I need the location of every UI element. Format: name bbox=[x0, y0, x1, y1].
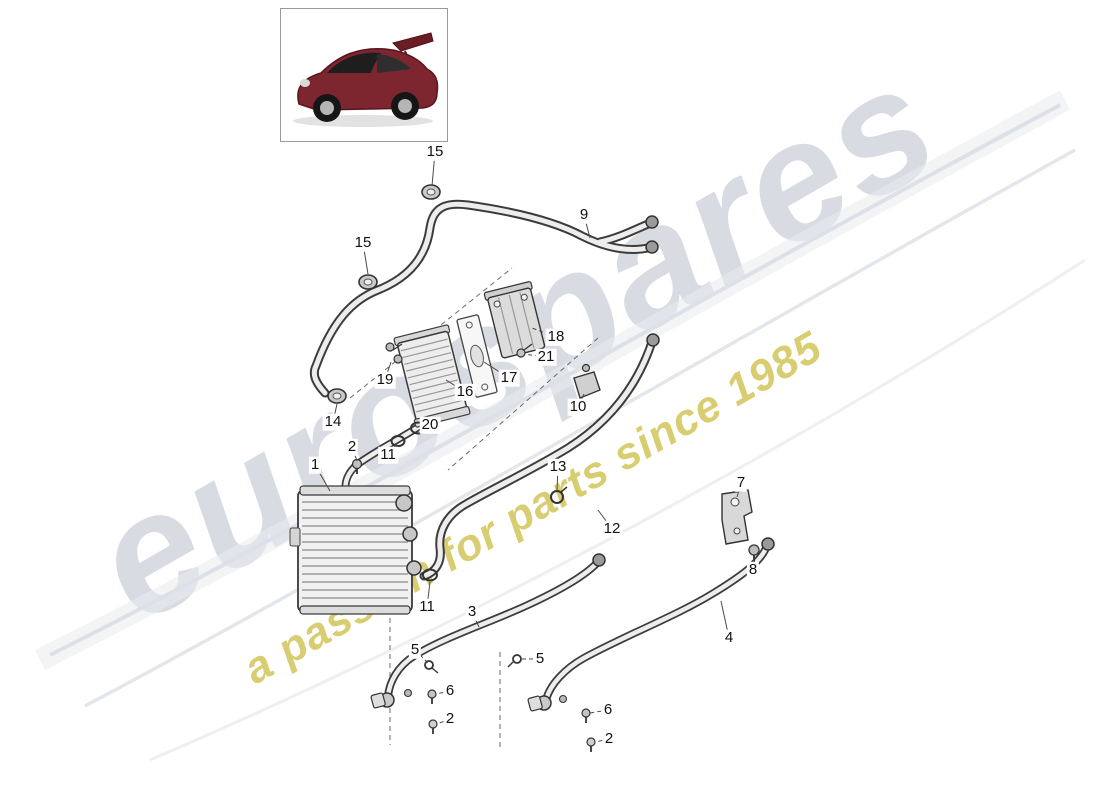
clamp-15-top bbox=[421, 184, 441, 200]
hose-4 bbox=[542, 537, 775, 704]
clamp-13 bbox=[550, 486, 568, 504]
leader-line-2 bbox=[351, 446, 358, 462]
clamp-14 bbox=[327, 388, 347, 404]
bolt-21 bbox=[516, 343, 533, 358]
bolt-2-upper bbox=[351, 458, 363, 474]
screw-2-left bbox=[428, 719, 438, 734]
hose-3 bbox=[384, 553, 606, 701]
car-thumbnail bbox=[293, 32, 439, 127]
leader-line-15 bbox=[362, 242, 369, 275]
leader-line-13 bbox=[556, 466, 559, 492]
clamp-11-upper bbox=[390, 435, 406, 447]
fitting-19 bbox=[385, 342, 403, 364]
mounting-console bbox=[483, 281, 546, 359]
leader-line-21 bbox=[523, 353, 547, 358]
bolt-6-left bbox=[427, 689, 437, 704]
leader-line-6 bbox=[589, 709, 609, 714]
oil-cooler bbox=[289, 485, 422, 615]
leader-line-19 bbox=[384, 361, 392, 381]
clip-5-left bbox=[424, 660, 439, 674]
leader-line-12 bbox=[597, 509, 613, 530]
leader-line-2 bbox=[436, 718, 451, 725]
leader-line-6 bbox=[435, 690, 451, 695]
screw-2-right bbox=[586, 737, 596, 752]
leader-line-18 bbox=[531, 327, 557, 338]
leader-line-11 bbox=[426, 581, 431, 608]
clamp-15-mid bbox=[358, 274, 378, 290]
clamp-11-lower bbox=[422, 568, 438, 582]
flange-elbow-right bbox=[527, 694, 568, 712]
leader-line-15 bbox=[431, 151, 436, 187]
heat-exchanger-core bbox=[393, 324, 471, 428]
watermark-swoosh bbox=[35, 90, 1086, 762]
car-thumbnail-box bbox=[280, 8, 448, 142]
leader-line-4 bbox=[720, 600, 730, 639]
clip-5-right bbox=[507, 654, 522, 668]
bolt-6-right bbox=[581, 708, 591, 723]
hose-9 bbox=[309, 199, 659, 398]
hose-12 bbox=[419, 333, 660, 581]
leader-line-2 bbox=[594, 738, 610, 743]
bracket-7 bbox=[721, 489, 753, 545]
flange-elbow-left bbox=[370, 688, 413, 709]
gasket-plate bbox=[456, 314, 498, 398]
bracket-10 bbox=[573, 363, 601, 399]
leader-line-14 bbox=[332, 403, 338, 423]
